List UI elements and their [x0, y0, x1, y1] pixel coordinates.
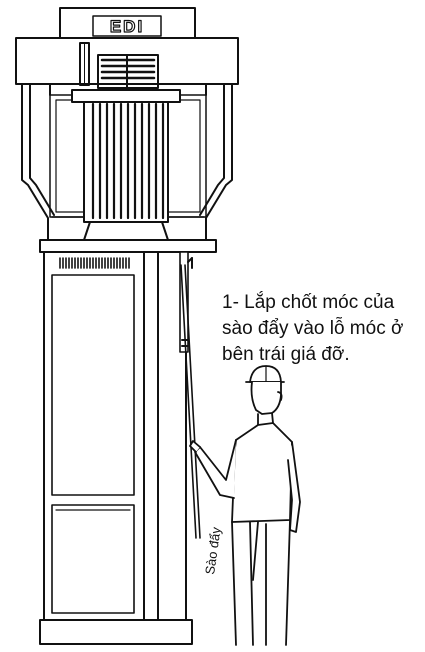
chimney: [79, 42, 159, 89]
pole-label: Sào đẩy: [202, 526, 224, 576]
worker-figure: [189, 365, 301, 646]
instruction-line-1: 1- Lắp chốt móc của: [222, 292, 395, 313]
logo-text: EDI: [110, 17, 144, 36]
instruction-line-3: bên trái giá đỡ.: [222, 344, 350, 365]
cabinet: [39, 239, 217, 645]
side-arms: [21, 83, 233, 246]
logo: EDI: [92, 15, 162, 37]
instruction-line-2: sào đẩy vào lỗ móc ở: [222, 318, 404, 339]
upper-door: [51, 274, 135, 496]
lower-door: [51, 504, 135, 614]
instruction-text: 1- Lắp chốt móc của sào đẩy vào lỗ móc ở…: [222, 290, 422, 368]
cabinet-base: [39, 619, 193, 645]
transformer: [71, 89, 181, 241]
cabinet-vent: [59, 257, 130, 269]
push-pole: Sào đẩy: [180, 264, 224, 576]
